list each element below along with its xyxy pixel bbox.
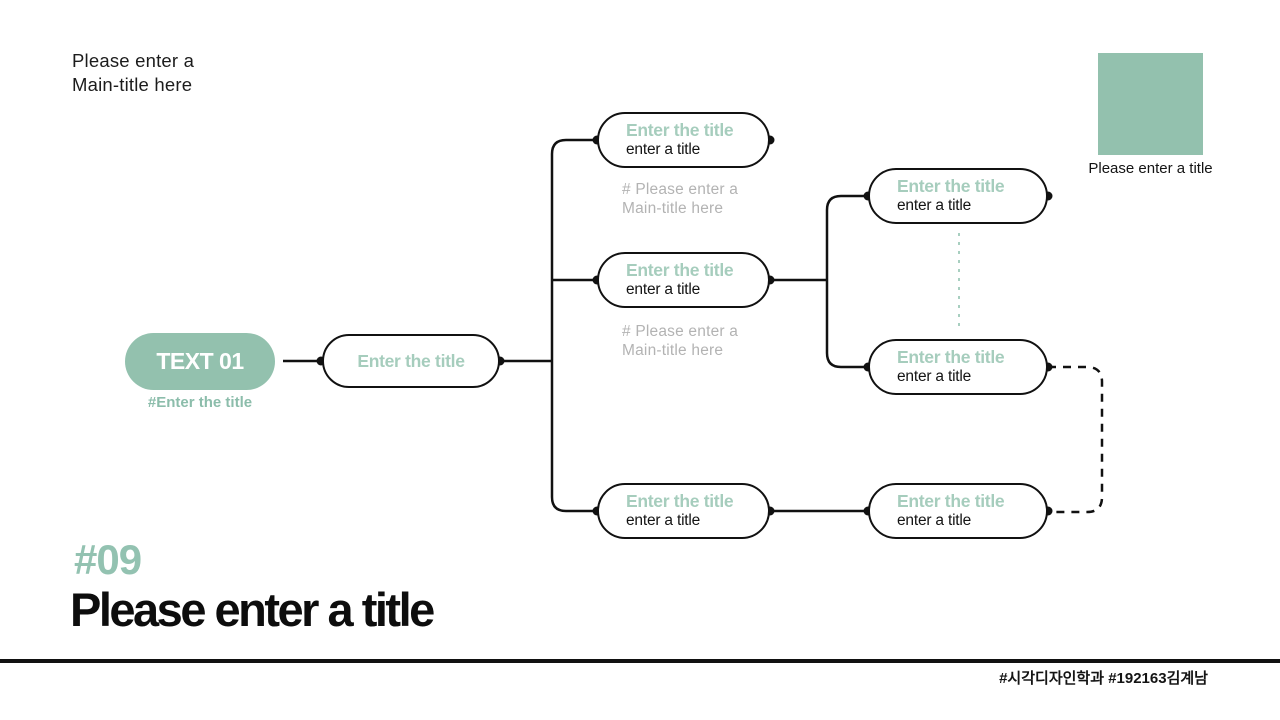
slide-title: Please enter a title	[70, 583, 435, 636]
node-title: Enter the title	[897, 176, 1005, 196]
node-title: Enter the title	[626, 260, 734, 280]
node-level2-bottom: Enter the title enter a title	[597, 483, 770, 539]
node-title: Enter the title	[897, 491, 1005, 511]
node-level3-bottom: Enter the title enter a title	[868, 483, 1048, 539]
node-level3-middle: Enter the title enter a title	[868, 339, 1048, 395]
node-title: Enter the title	[897, 347, 1005, 367]
dashed-black-connector	[1048, 365, 1104, 514]
node-level1: Enter the title	[322, 334, 500, 388]
node-level2-top: Enter the title enter a title	[597, 112, 770, 168]
node-subtitle: enter a title	[897, 368, 972, 385]
node-subtitle: enter a title	[897, 512, 972, 529]
root-node: TEXT 01	[125, 333, 275, 390]
node-subtitle: enter a title	[897, 197, 972, 214]
node-level2-middle: Enter the title enter a title	[597, 252, 770, 308]
node-caption-top: # Please enter a Main-title here	[622, 181, 739, 218]
node-subtitle: enter a title	[626, 281, 701, 298]
main-title: Please enter a Main-title here	[72, 50, 195, 96]
slide-number: #09	[74, 536, 142, 583]
footer-credit: #시각디자인학과 #192163김계남	[999, 670, 1208, 687]
legend-label: Please enter a title	[1088, 160, 1213, 177]
node-level3-top: Enter the title enter a title	[868, 168, 1048, 224]
node-title: Enter the title	[626, 491, 734, 511]
root-node-tag: #Enter the title	[147, 394, 253, 411]
footer-divider	[0, 659, 1280, 663]
node-level1-title: Enter the title	[357, 350, 465, 371]
node-subtitle: enter a title	[626, 512, 701, 529]
legend-square	[1098, 53, 1203, 155]
solid-connectors	[283, 138, 868, 513]
node-title: Enter the title	[626, 120, 734, 140]
node-subtitle: enter a title	[626, 141, 701, 158]
node-caption-middle: # Please enter a Main-title here	[622, 323, 739, 360]
root-node-label: TEXT 01	[156, 348, 244, 374]
